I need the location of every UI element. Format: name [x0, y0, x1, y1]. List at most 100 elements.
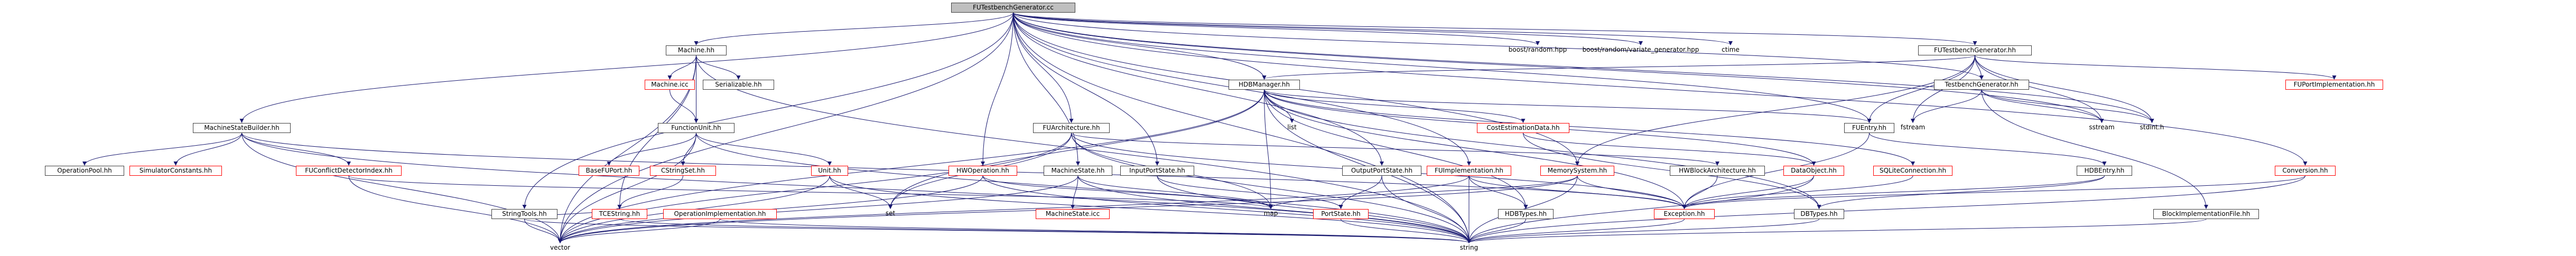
node-futestbenchgenerator-hh[interactable]: FUTestbenchGenerator.hh	[1918, 45, 2032, 55]
node-root: FUTestbenchGenerator.cc	[951, 3, 1075, 13]
edge-hdbmanager-hh-to-costestimationdata-hh	[1264, 89, 1526, 123]
edge-outputportstate-hh-to-portstate-hh	[1338, 175, 1382, 209]
edge-conversion-hh-to-string	[1467, 175, 2305, 243]
edge-exception-hh-to-string	[1467, 219, 1685, 243]
node-vector[interactable]: vector	[550, 244, 571, 251]
node-operationpool-hh[interactable]: OperationPool.hh	[45, 166, 124, 176]
node-blockimplementationfile-hh[interactable]: BlockImplementationFile.hh	[2153, 209, 2259, 219]
edge-portstate-hh-to-string	[1341, 219, 1471, 243]
node-hwblockarchitecture-hh[interactable]: HWBlockArchitecture.hh	[1670, 166, 1765, 176]
node-fuimplementation-hh[interactable]: FUImplementation.hh	[1427, 166, 1511, 176]
edge-testbenchgenerator-hh-to-fstream	[1911, 89, 1982, 123]
node-inputportstate-hh[interactable]: InputPortState.hh	[1120, 166, 1194, 176]
node-hdbentry-hh[interactable]: HDBEntry.hh	[2077, 166, 2132, 176]
node-sqliteconnection-hh[interactable]: SQLiteConnection.hh	[1873, 166, 1952, 176]
edge-hdbentry-hh-to-dbtypes-hh	[1817, 175, 2105, 209]
edge-root-to-stringtools-hh	[522, 12, 1013, 209]
edge-hwblockarchitecture-hh-to-exception-hh	[1682, 175, 1718, 209]
node-testbenchgenerator-hh[interactable]: TestbenchGenerator.hh	[1934, 80, 2029, 90]
node-hdbmanager-hh[interactable]: HDBManager.hh	[1229, 80, 1300, 90]
edge-sqliteconnection-hh-to-exception-hh	[1682, 175, 1913, 209]
edge-futestbenchgenerator-hh-to-memorysystem-hh	[1575, 55, 1975, 166]
node-machinestate-icc[interactable]: MachineState.icc	[1036, 209, 1110, 219]
node-costestimationdata-hh[interactable]: CostEstimationData.hh	[1477, 123, 1569, 133]
edge-root-to-testbenchgenerator-hh	[1013, 12, 1984, 80]
edge-stringtools-hh-to-string	[524, 219, 1471, 243]
edge-tcestring-hh-to-string	[619, 219, 1471, 243]
edge-fuarchitecture-hh-to-string	[1071, 132, 1471, 243]
edge-hdbmanager-hh-to-fuentry-hh	[1264, 89, 1872, 123]
edge-unit-hh-to-set	[829, 175, 892, 209]
node-set[interactable]: set	[885, 210, 896, 217]
node-machinestate-hh[interactable]: MachineState.hh	[1044, 166, 1112, 176]
node-fuentry-hh[interactable]: FUEntry.hh	[1844, 123, 1894, 133]
node-hdbtypes-hh[interactable]: HDBTypes.hh	[1498, 209, 1554, 219]
edge-fuimplementation-hh-to-vector	[558, 175, 1470, 243]
edge-functionunit-hh-to-string	[696, 132, 1471, 243]
edge-root-to-string	[1013, 12, 1471, 243]
node-memorysystem-hh[interactable]: MemorySystem.hh	[1540, 166, 1614, 176]
edge-root-to-boost-variate-generator	[1013, 12, 1643, 45]
edge-machine-hh-to-serializable-hh	[696, 55, 741, 80]
node-unit-hh[interactable]: Unit.hh	[811, 166, 848, 176]
edge-hdbmanager-hh-to-sqliteconnection-hh	[1264, 89, 1915, 166]
node-dataobject-hh[interactable]: DataObject.hh	[1783, 166, 1844, 176]
node-exception-hh[interactable]: Exception.hh	[1654, 209, 1715, 219]
node-fuportimplementation-hh[interactable]: FUPortImplementation.hh	[2285, 80, 2383, 90]
node-basefuport-hh[interactable]: BaseFUPort.hh	[579, 166, 639, 176]
edge-testbenchgenerator-hh-to-blockimplementationfile-hh	[1981, 89, 2208, 209]
node-stdint-h[interactable]: stdint.h	[2140, 124, 2164, 131]
node-dbtypes-hh[interactable]: DBTypes.hh	[1794, 209, 1844, 219]
node-map[interactable]: map	[1263, 210, 1278, 217]
node-machine-icc[interactable]: Machine.icc	[645, 80, 695, 90]
node-cstringset-hh[interactable]: CStringSet.hh	[650, 166, 716, 176]
node-operationimplementation-hh[interactable]: OperationImplementation.hh	[663, 209, 777, 219]
edge-root-to-stdint-h	[1013, 12, 2154, 123]
node-string[interactable]: string	[1459, 244, 1478, 251]
edge-memorysystem-hh-to-map	[1269, 175, 1578, 209]
edge-functionunit-hh-to-basefuport-hh	[607, 132, 696, 166]
edge-inputportstate-hh-to-portstate-hh	[1157, 175, 1343, 209]
node-tcestring-hh[interactable]: TCEString.hh	[592, 209, 647, 219]
edge-testbenchgenerator-hh-to-stdint-h	[1981, 89, 2154, 123]
edge-machinestatebuilder-hh-to-fuconflictdetectorindex-hh	[241, 132, 351, 166]
node-fuconflictdetectorindex-hh[interactable]: FUConflictDetectorIndex.hh	[296, 166, 402, 176]
node-serializable-hh[interactable]: Serializable.hh	[703, 80, 774, 90]
node-outputportstate-hh[interactable]: OutputPortState.hh	[1342, 166, 1421, 176]
node-stringtools-hh[interactable]: StringTools.hh	[491, 209, 557, 219]
node-conversion-hh[interactable]: Conversion.hh	[2275, 166, 2336, 176]
edge-root-to-boost-random	[1013, 12, 1540, 45]
node-ctime[interactable]: ctime	[1722, 46, 1740, 53]
edge-fuimplementation-hh-to-hdbtypes-hh	[1468, 175, 1528, 209]
edge-fuarchitecture-hh-to-hwblockarchitecture-hh	[1071, 132, 1719, 166]
node-hwoperation-hh[interactable]: HWOperation.hh	[948, 166, 1017, 176]
edge-machine-icc-to-functionunit-hh	[669, 89, 699, 123]
edge-root-to-machine-hh	[694, 12, 1013, 45]
edge-root-to-fuentry-hh	[1013, 12, 1872, 123]
edge-machinestatebuilder-hh-to-vector	[241, 132, 562, 243]
edge-fuarchitecture-hh-to-vector	[558, 132, 1072, 243]
node-portstate-hh[interactable]: PortState.hh	[1313, 209, 1369, 219]
edge-root-to-outputportstate-hh	[1013, 12, 1384, 166]
node-boost-random[interactable]: boost/random.hpp	[1508, 46, 1567, 53]
edge-machinestate-hh-to-machinestate-icc	[1071, 175, 1078, 209]
node-fuarchitecture-hh[interactable]: FUArchitecture.hh	[1033, 123, 1110, 133]
edge-dataobject-hh-to-exception-hh	[1682, 175, 1814, 209]
edge-fuentry-hh-to-hdbentry-hh	[1869, 132, 2107, 166]
edge-hdbmanager-hh-to-map	[1264, 89, 1273, 209]
node-fstream[interactable]: fstream	[1900, 124, 1926, 131]
edge-machinestatebuilder-hh-to-string	[241, 132, 1471, 243]
node-simulatorconstants-hh[interactable]: SimulatorConstants.hh	[129, 166, 222, 176]
edge-root-to-inputportstate-hh	[1013, 12, 1159, 166]
edge-futestbenchgenerator-hh-to-sstream	[1975, 55, 2104, 123]
edge-blockimplementationfile-hh-to-string	[1467, 219, 2207, 243]
node-functionunit-hh[interactable]: FunctionUnit.hh	[658, 123, 734, 133]
node-machinestatebuilder-hh[interactable]: MachineStateBuilder.hh	[193, 123, 291, 133]
node-machine-hh[interactable]: Machine.hh	[666, 45, 727, 55]
node-sstream[interactable]: sstream	[2089, 124, 2115, 131]
node-list[interactable]: list	[1287, 124, 1297, 131]
edge-dataobject-hh-to-string	[1467, 175, 1814, 243]
edge-operationimplementation-hh-to-string	[720, 219, 1471, 243]
node-boost-variate-generator[interactable]: boost/random/variate_generator.hpp	[1582, 46, 1699, 53]
